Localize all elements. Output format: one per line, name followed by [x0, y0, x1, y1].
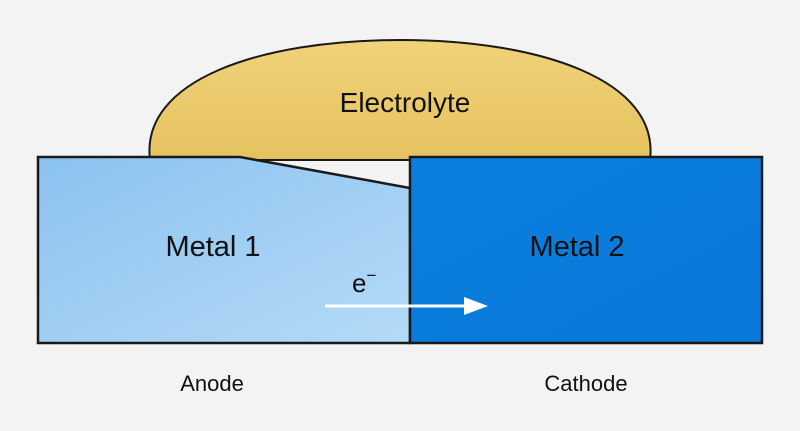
- anode-label: Anode: [180, 371, 244, 396]
- electron-symbol: e: [352, 268, 366, 298]
- metal-1-label: Metal 1: [165, 231, 260, 263]
- electron-label: e−: [352, 266, 376, 298]
- cathode-label: Cathode: [544, 371, 627, 396]
- electrolyte-region: [148, 38, 652, 161]
- metal-2-label: Metal 2: [529, 231, 624, 263]
- electrolyte-label: Electrolyte: [340, 87, 471, 118]
- electron-flow-arrow: [325, 297, 488, 315]
- electron-charge: −: [366, 266, 376, 285]
